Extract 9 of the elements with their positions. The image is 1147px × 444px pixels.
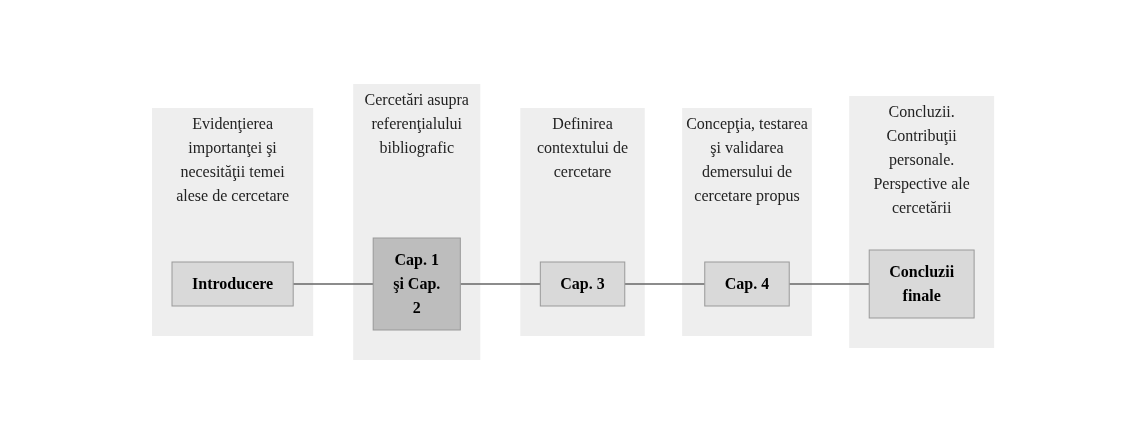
node-box: Cap. 4	[704, 261, 791, 307]
node-box: Concluzii finale	[869, 249, 976, 319]
connector	[624, 283, 706, 285]
node-box: Cap. 1 şi Cap. 2	[373, 237, 462, 331]
connector	[460, 283, 542, 285]
connector	[788, 283, 871, 285]
node-box: Cap. 3	[540, 261, 626, 307]
node-box: Introducere	[171, 261, 295, 307]
connector	[292, 283, 375, 285]
